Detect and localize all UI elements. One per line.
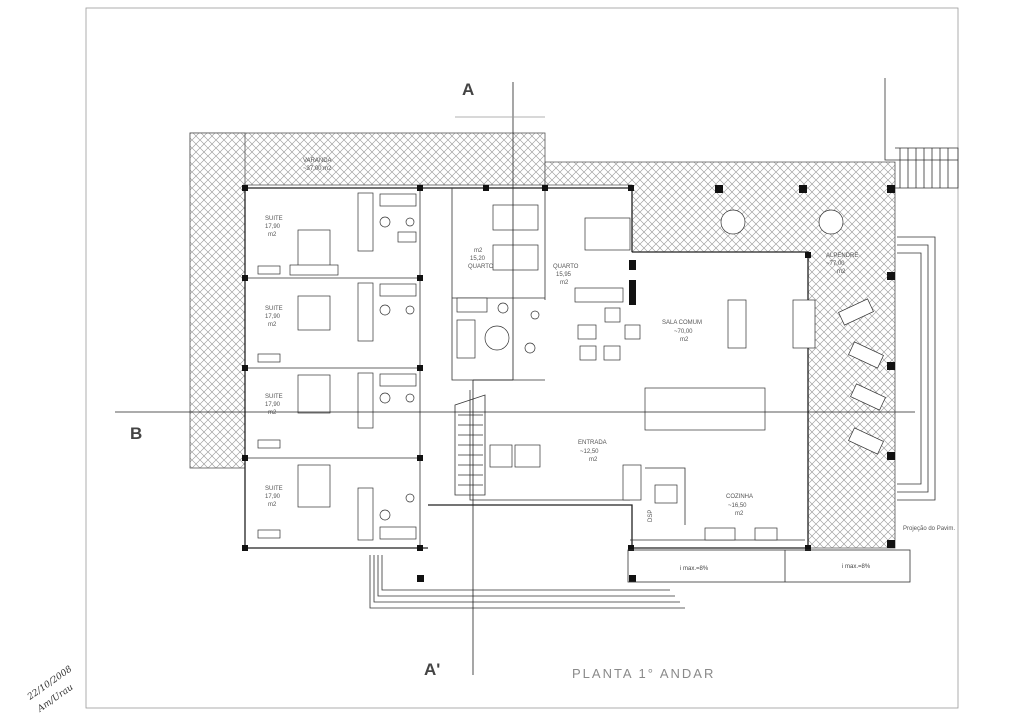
ramps: [369, 78, 959, 609]
section-b-label: B: [130, 424, 142, 443]
room-suite2-area: 17,90: [265, 314, 281, 320]
sala-furniture: [577, 209, 844, 431]
columns: [242, 185, 895, 582]
room-alpendre-unit: m2: [837, 269, 846, 275]
room-cozinha-name: COZINHA: [726, 494, 753, 500]
room-quarto-name: QUARTO: [553, 264, 579, 270]
room-suite4-area: 17,90: [265, 494, 281, 500]
room-sala-area: ~70,00: [674, 329, 693, 335]
room-alpendre-area: ~77,00: [826, 261, 845, 267]
room-varanda-name: VARANDA: [303, 158, 332, 164]
room-suite1-name: SUITE: [265, 216, 283, 222]
room-labels: VARANDA ~37,00 m2 SUITE 17,90 m2 SUITE 1…: [265, 158, 955, 532]
room-suite3-area: 17,90: [265, 402, 281, 408]
terrace-hatch: [189, 132, 896, 549]
room-suite3-name: SUITE: [265, 394, 283, 400]
alpendre-loungers: [838, 298, 886, 455]
section-a-label: A: [462, 80, 474, 99]
room-alpendre-name: ALPENDRE: [826, 253, 858, 259]
room-cozinha-area: ~16,50: [728, 503, 747, 509]
room-suite2-name: SUITE: [265, 306, 283, 312]
drawing-title: PLANTA 1° ANDAR: [572, 666, 715, 681]
room-quarto-area: 15,95: [556, 272, 572, 278]
room-suite4-name: SUITE: [265, 486, 283, 492]
room-cozinha-unit: m2: [735, 511, 744, 517]
stairs-kitchen: [454, 394, 778, 541]
room-sala-unit: m2: [680, 337, 689, 343]
section-a-prime-label: A': [424, 660, 440, 679]
room-suite2-unit: m2: [268, 322, 277, 328]
room-quarto-small-area: 15,20: [470, 256, 486, 262]
room-entrada-name: ENTRADA: [578, 440, 607, 446]
room-quarto-small-unit: m2: [474, 248, 483, 254]
room-suite1-unit: m2: [268, 232, 277, 238]
quarto-fixtures: [456, 204, 631, 359]
section-lines: [115, 82, 915, 675]
room-quarto-small-name: QUARTO: [468, 264, 494, 270]
ramp-label-left: i max.=8%: [680, 566, 709, 572]
sheet-border: [85, 7, 959, 709]
suite-fixtures: [257, 192, 417, 541]
ramp-label-right: i max.=8%: [842, 564, 871, 570]
room-entrada-unit: m2: [589, 457, 598, 463]
note-projecao: Projeção do Pavim.: [903, 526, 955, 532]
room-dsp-name: DSP: [648, 510, 654, 522]
room-varanda-area: ~37,00 m2: [303, 166, 332, 172]
room-entrada-area: ~12,50: [580, 449, 599, 455]
room-quarto-unit: m2: [560, 280, 569, 286]
room-suite3-unit: m2: [268, 410, 277, 416]
room-suite4-unit: m2: [268, 502, 277, 508]
room-suite1-area: 17,90: [265, 224, 281, 230]
room-sala-name: SALA COMUM: [662, 320, 702, 326]
